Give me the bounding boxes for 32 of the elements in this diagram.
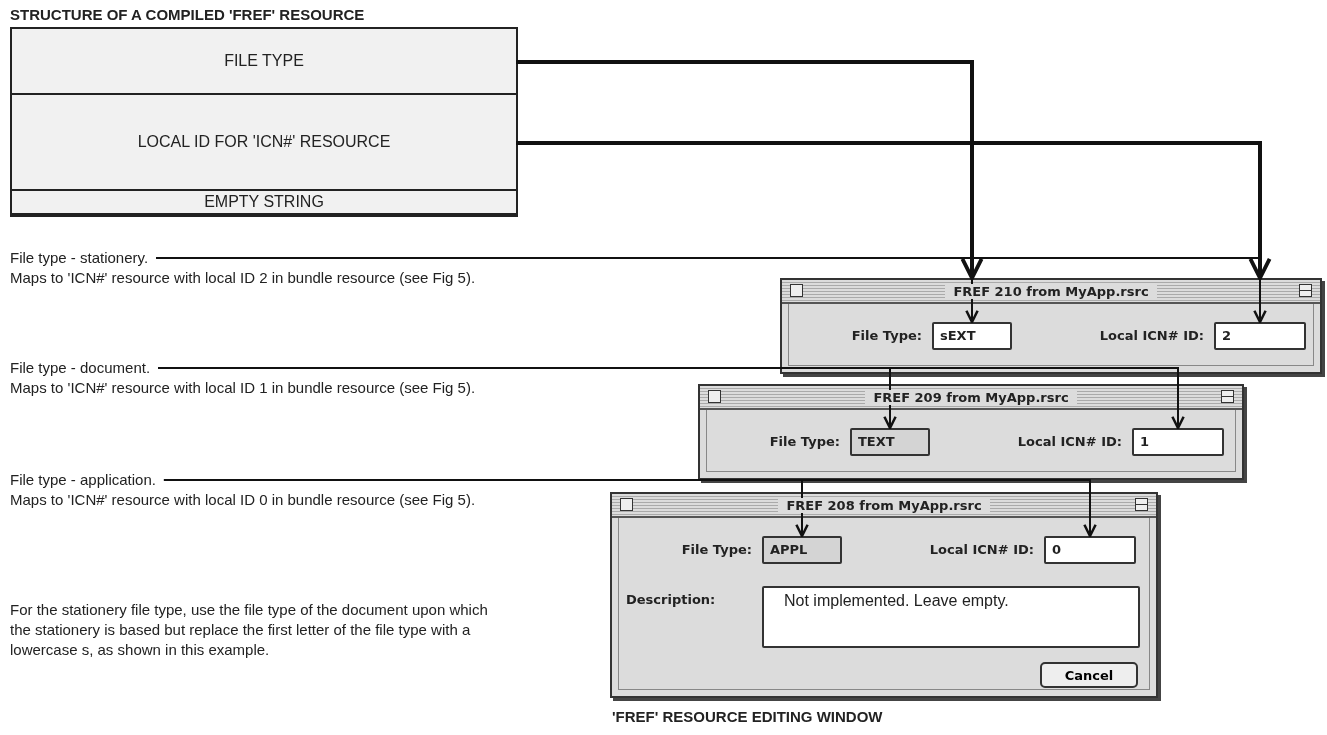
window-title: FREF 208 from MyApp.rsrc xyxy=(778,497,990,513)
field-label: Local ICN# ID: xyxy=(1099,328,1204,343)
text-field: 1 xyxy=(1132,428,1224,456)
leader-arrow xyxy=(162,479,1097,538)
leader-arrow xyxy=(155,257,1267,324)
text-field: 0 xyxy=(1044,536,1136,564)
field-label: File Type: xyxy=(681,542,752,557)
text-field: sEXT xyxy=(932,322,1012,350)
thick-arrow xyxy=(516,60,984,280)
table-heading: STRUCTURE OF A COMPILED 'FREF' RESOURCE xyxy=(10,6,365,23)
record-row: LOCAL ID FOR 'ICN#' RESOURCE xyxy=(12,95,516,191)
text-area: Not implemented. Leave empty. xyxy=(762,586,1140,648)
field-label: File Type: xyxy=(769,434,840,449)
dialog-window xyxy=(780,278,1322,374)
record-row: FILE TYPE xyxy=(12,29,516,95)
note-paragraph: For the stationery file type, use the file type of the document upon which the stationery is based but replace the first letter of the file type with a lowercase s, as shown in this example. xyxy=(10,600,489,660)
leader-arrow xyxy=(157,367,1185,430)
record-row: EMPTY STRING xyxy=(12,191,516,215)
window-title: FREF 209 from MyApp.rsrc xyxy=(865,389,1077,405)
figure-caption: 'FREF' RESOURCE EDITING WINDOW xyxy=(612,708,883,725)
text-field: TEXT xyxy=(850,428,930,456)
field-label: Local ICN# ID: xyxy=(929,542,1034,557)
dialog-window xyxy=(610,492,1158,698)
dialog-window xyxy=(698,384,1244,480)
field-label: File Type: xyxy=(851,328,922,343)
cancel-button: Cancel xyxy=(1040,662,1138,688)
window-title: FREF 210 from MyApp.rsrc xyxy=(945,283,1157,299)
field-label: Local ICN# ID: xyxy=(1017,434,1122,449)
text-field: APPL xyxy=(762,536,842,564)
thick-arrow xyxy=(516,141,1272,280)
field-label: Description: xyxy=(626,592,716,607)
text-field: 2 xyxy=(1214,322,1306,350)
